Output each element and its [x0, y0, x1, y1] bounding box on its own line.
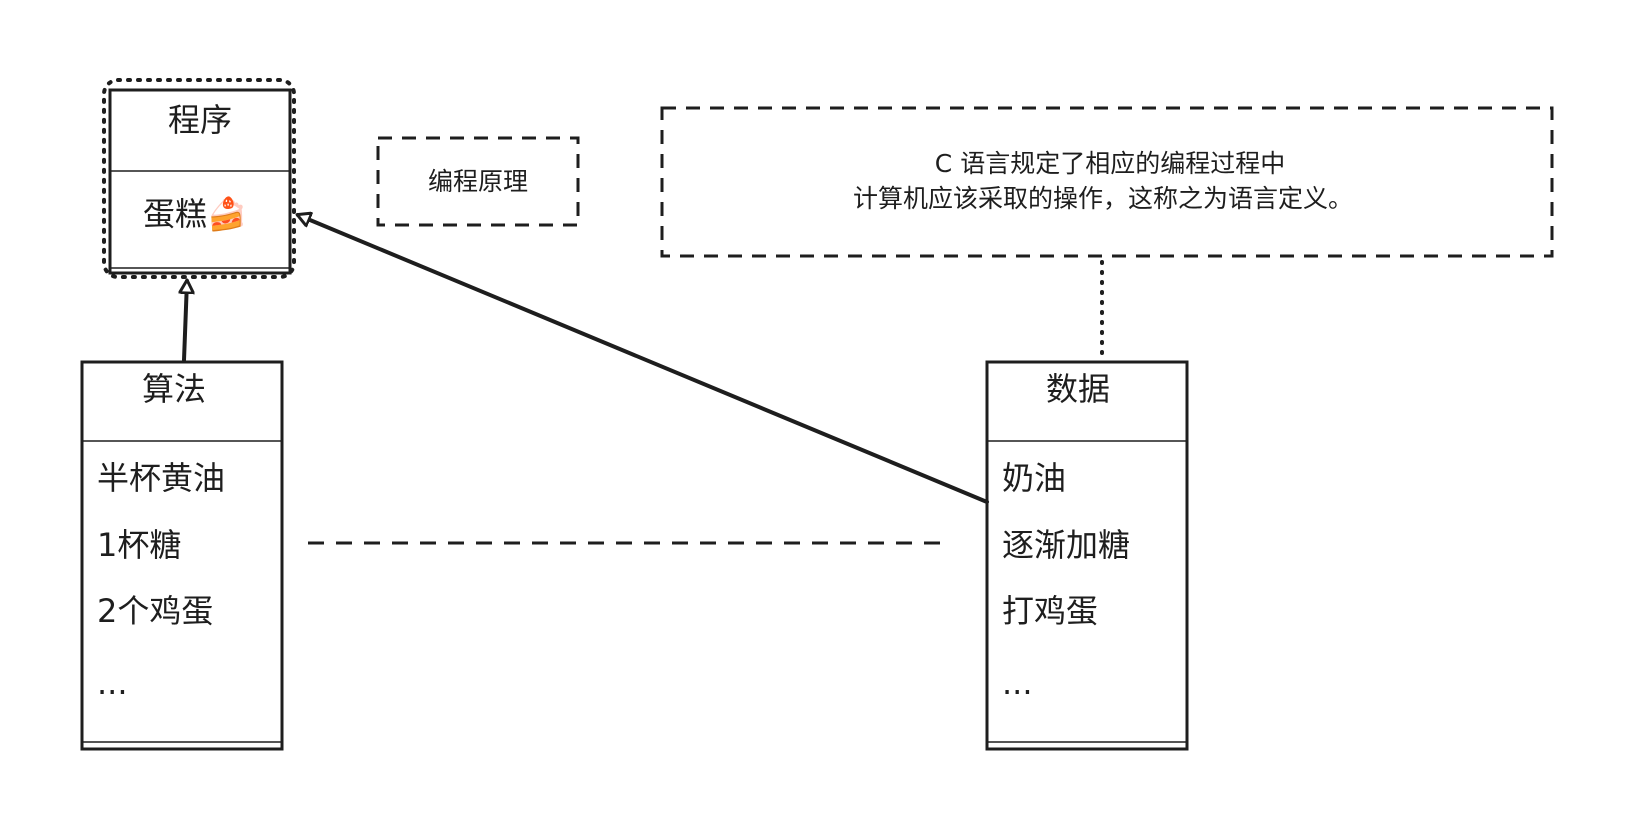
- inheritance-arrow-data-to-program[interactable]: [298, 215, 989, 504]
- class-program[interactable]: 程序 蛋糕🍰: [102, 78, 296, 279]
- note-definition-line1: C 语言规定了相应的编程过程中: [935, 149, 1285, 178]
- class-program-title: 程序: [168, 101, 232, 139]
- class-algorithm[interactable]: 算法 半杯黄油 1杯糖 2个鸡蛋 ...: [80, 360, 284, 751]
- class-algorithm-attr-butter: 半杯黄油: [97, 459, 225, 497]
- note-definition-box: [660, 106, 1554, 258]
- class-data-title: 数据: [1046, 370, 1110, 408]
- class-algorithm-attr-more: ...: [97, 664, 128, 702]
- inheritance-arrow-algorithm-to-program[interactable]: [184, 281, 187, 362]
- class-algorithm-attr-eggs: 2个鸡蛋: [97, 592, 213, 630]
- class-data-attr-sugar: 逐渐加糖: [1002, 526, 1130, 564]
- note-principle[interactable]: 编程原理: [376, 136, 580, 227]
- class-data[interactable]: 数据 奶油 逐渐加糖 打鸡蛋 ...: [985, 360, 1189, 751]
- note-principle-text: 编程原理: [428, 167, 528, 196]
- class-program-selection-outline: [102, 78, 296, 279]
- class-data-attr-more: ...: [1002, 664, 1033, 702]
- class-program-attr-cake: 蛋糕🍰: [143, 195, 247, 233]
- class-data-attr-cream: 奶油: [1002, 459, 1066, 497]
- note-definition[interactable]: C 语言规定了相应的编程过程中 计算机应该采取的操作，这称之为语言定义。: [660, 106, 1554, 258]
- class-algorithm-attr-sugar: 1杯糖: [97, 526, 181, 564]
- class-data-box: [985, 360, 1189, 751]
- class-algorithm-box: [80, 360, 284, 751]
- note-principle-box: [376, 136, 580, 227]
- class-program-box: [108, 88, 292, 275]
- class-data-attr-eggs: 打鸡蛋: [1002, 592, 1098, 630]
- note-definition-line2: 计算机应该采取的操作，这称之为语言定义。: [853, 184, 1353, 213]
- class-algorithm-title: 算法: [142, 370, 206, 408]
